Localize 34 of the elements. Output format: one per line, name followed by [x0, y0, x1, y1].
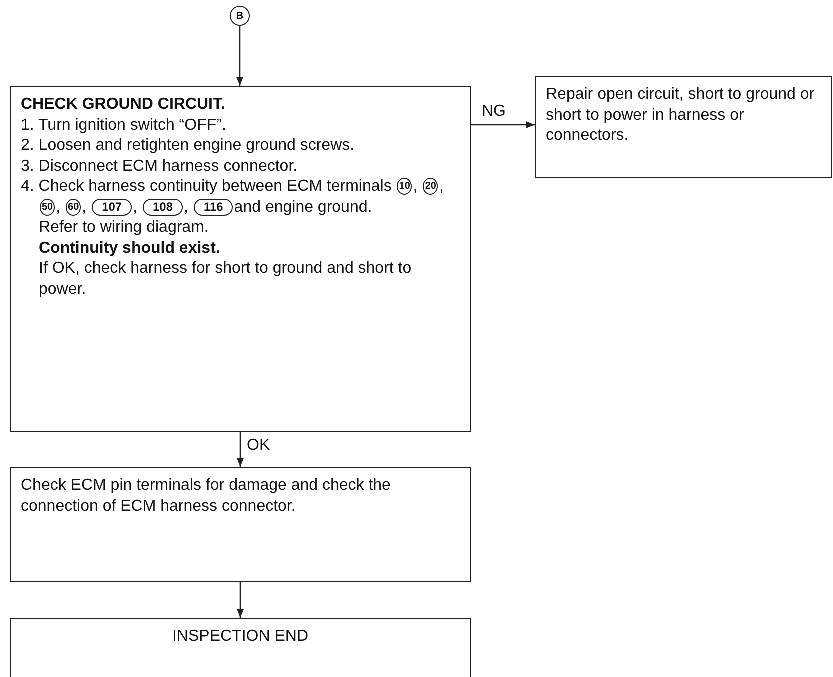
- requirement-text: Continuity should exist.: [38, 238, 222, 258]
- process-box: [10, 618, 471, 677]
- step-text: 3. Disconnect ECM harness connector.: [21, 156, 299, 176]
- note-text: If OK, check harness for short to ground and short to power.: [38, 259, 413, 300]
- process-box: [10, 467, 471, 582]
- terminal-number: 107: [92, 198, 132, 216]
- heading-text: CHECK GROUND CIRCUIT.: [21, 95, 226, 115]
- separator-text: ,: [133, 198, 139, 216]
- terminal-number: 10: [397, 178, 412, 196]
- separator-text: ,: [56, 198, 62, 216]
- note-text: Refer to wiring diagram.: [38, 218, 210, 238]
- arrow: [236, 432, 244, 467]
- terminal-number: 50: [40, 198, 56, 216]
- arrow: [471, 121, 535, 129]
- step-text: 2. Loosen and retighten engine ground screws.: [21, 136, 356, 156]
- arrow: [236, 26, 244, 86]
- terminal-number: 20: [423, 178, 438, 196]
- box-text: Check ECM pin terminals for damage and check the connection of ECM harness connector.: [21, 477, 391, 514]
- box-text: INSPECTION END: [172, 628, 308, 645]
- separator-text: ,: [82, 198, 88, 216]
- terminal-number: 116: [194, 198, 234, 216]
- terminal-number: 60: [66, 198, 82, 216]
- arrow: [236, 582, 244, 618]
- separator-text: ,: [413, 178, 419, 195]
- process-box: [535, 76, 832, 178]
- connector-circle: B: [230, 6, 250, 26]
- separator-text: ,: [439, 178, 444, 195]
- separator-text: ,: [184, 198, 190, 216]
- terminal-number: 108: [143, 198, 184, 216]
- process-box: [10, 86, 471, 432]
- step-text: 1. Turn ignition switch “OFF”.: [21, 116, 228, 136]
- step-text: and engine ground.: [234, 198, 372, 216]
- step-text: 4. Check harness continuity between ECM terminals: [21, 178, 393, 195]
- box-text: Repair open circuit, short to ground or short to power in harness or connectors.: [546, 86, 815, 144]
